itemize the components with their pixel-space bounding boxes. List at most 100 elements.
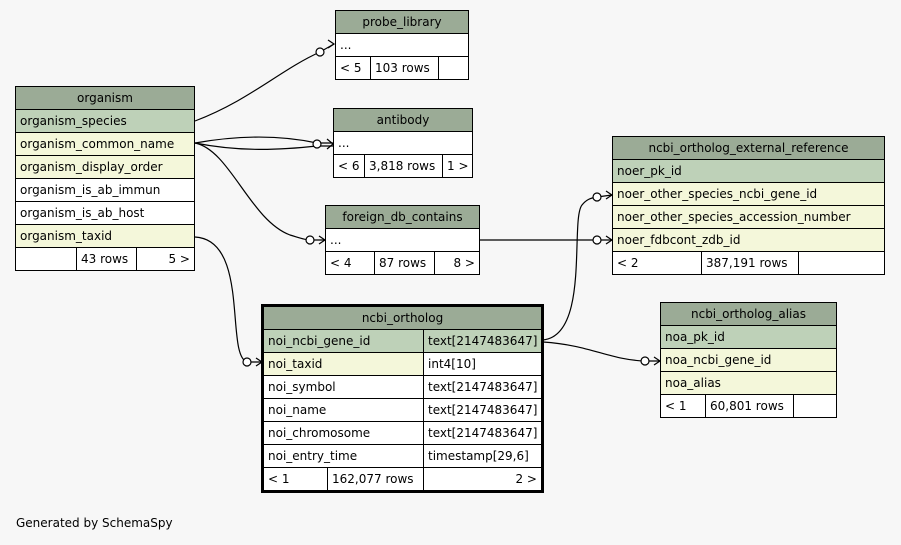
column-name: organism_display_order bbox=[20, 160, 163, 174]
edge-ncbi-ortholog-external-ref bbox=[542, 194, 613, 341]
column-name: noer_other_species_accession_number bbox=[617, 210, 851, 224]
table-title: foreign_db_contains bbox=[326, 206, 479, 229]
table-ncbi-ortholog[interactable]: ncbi_ortholog noi_ncbi_gene_id text[2147… bbox=[261, 304, 544, 493]
table-row: ... bbox=[334, 132, 472, 155]
table-footer: < 1 60,801 rows bbox=[661, 395, 836, 417]
table-footer: < 2 387,191 rows bbox=[613, 252, 884, 274]
parents-count: < 6 bbox=[338, 159, 360, 173]
row-count: 3,818 rows bbox=[364, 155, 442, 177]
row-count: 103 rows bbox=[370, 57, 438, 79]
table-row: noer_fdbcont_zdb_id bbox=[613, 229, 884, 252]
table-title: probe_library bbox=[336, 11, 468, 34]
column-name: noa_pk_id bbox=[665, 330, 725, 344]
column-type: text[2147483647] bbox=[423, 399, 541, 421]
column-type: text[2147483647] bbox=[423, 422, 541, 444]
table-footer: < 4 87 rows 8 > bbox=[326, 252, 479, 274]
table-row: organism_display_order bbox=[16, 156, 194, 179]
column-name: organism_is_ab_immun bbox=[20, 183, 161, 197]
table-title: ncbi_ortholog bbox=[264, 307, 541, 330]
children-count: 8 > bbox=[434, 252, 479, 274]
table-title: organism bbox=[16, 87, 194, 110]
table-antibody[interactable]: antibody ... < 6 3,818 rows 1 > bbox=[333, 108, 473, 178]
column-type: timestamp[29,6] bbox=[423, 445, 541, 467]
column-name: noer_pk_id bbox=[617, 164, 682, 178]
column-name: noa_alias bbox=[665, 376, 721, 390]
edge-organism-foreign-db bbox=[194, 142, 325, 241]
column-name: ... bbox=[330, 233, 342, 247]
column-name: organism_is_ab_host bbox=[20, 206, 145, 220]
column-name: noi_name bbox=[268, 403, 327, 417]
column-name: organism_common_name bbox=[20, 137, 175, 151]
children-count: 1 > bbox=[442, 155, 472, 177]
table-footer: < 6 3,818 rows 1 > bbox=[334, 155, 472, 177]
parents-count: < 1 bbox=[268, 472, 290, 486]
column-name: noer_other_species_ncbi_gene_id bbox=[617, 187, 818, 201]
column-name: noi_entry_time bbox=[268, 449, 358, 463]
row-count: 387,191 rows bbox=[701, 252, 798, 274]
children-count: 5 > bbox=[136, 248, 194, 270]
table-row: noer_other_species_accession_number bbox=[613, 206, 884, 229]
edge-organism-probe-library bbox=[194, 43, 335, 122]
children-count bbox=[793, 395, 836, 417]
column-name: organism_species bbox=[20, 114, 127, 128]
table-foreign-db-contains[interactable]: foreign_db_contains ... < 4 87 rows 8 > bbox=[325, 205, 480, 275]
column-name: noa_ncbi_gene_id bbox=[665, 353, 772, 367]
table-row: noer_other_species_ncbi_gene_id bbox=[613, 183, 884, 206]
column-name: ... bbox=[340, 38, 352, 52]
table-row: organism_is_ab_host bbox=[16, 202, 194, 225]
table-row: noi_ncbi_gene_id text[2147483647] bbox=[264, 330, 541, 353]
row-count: 162,077 rows bbox=[327, 468, 423, 490]
table-row: noa_alias bbox=[661, 372, 836, 395]
table-title: ncbi_ortholog_alias bbox=[661, 303, 836, 326]
row-count: 60,801 rows bbox=[705, 395, 793, 417]
table-row: noa_ncbi_gene_id bbox=[661, 349, 836, 372]
parents-count bbox=[16, 248, 76, 270]
column-name: noi_symbol bbox=[268, 380, 336, 394]
table-row: ... bbox=[336, 34, 468, 57]
column-name: ... bbox=[338, 136, 350, 150]
table-title: ncbi_ortholog_external_reference bbox=[613, 137, 884, 160]
column-name: noi_chromosome bbox=[268, 426, 371, 440]
column-type: int4[10] bbox=[423, 353, 541, 375]
edge-organism-ncbi-ortholog bbox=[194, 236, 262, 363]
table-row: organism_is_ab_immun bbox=[16, 179, 194, 202]
table-row: noi_chromosome text[2147483647] bbox=[264, 422, 541, 445]
table-row: noi_name text[2147483647] bbox=[264, 399, 541, 422]
table-footer: < 1 162,077 rows 2 > bbox=[264, 468, 541, 490]
children-count bbox=[438, 57, 468, 79]
column-name: organism_taxid bbox=[20, 229, 113, 243]
table-probe-library[interactable]: probe_library ... < 5 103 rows bbox=[335, 10, 469, 80]
parents-count: < 1 bbox=[665, 399, 687, 413]
table-organism[interactable]: organism organism_species organism_commo… bbox=[15, 86, 195, 271]
column-name: noi_taxid bbox=[268, 357, 323, 371]
edge-organism-antibody-2 bbox=[194, 142, 333, 150]
table-row: noer_pk_id bbox=[613, 160, 884, 183]
table-title: antibody bbox=[334, 109, 472, 132]
table-footer: < 5 103 rows bbox=[336, 57, 468, 79]
column-type: text[2147483647] bbox=[423, 330, 541, 352]
parents-count: < 4 bbox=[330, 256, 352, 270]
edge-ncbi-ortholog-alias bbox=[542, 341, 660, 362]
row-count: 43 rows bbox=[76, 248, 136, 270]
children-count bbox=[798, 252, 884, 274]
table-row: noa_pk_id bbox=[661, 326, 836, 349]
table-ncbi-ortholog-alias[interactable]: ncbi_ortholog_alias noa_pk_id noa_ncbi_g… bbox=[660, 302, 837, 418]
table-row: noi_entry_time timestamp[29,6] bbox=[264, 445, 541, 468]
table-footer: 43 rows 5 > bbox=[16, 248, 194, 270]
table-row: ... bbox=[326, 229, 479, 252]
table-ncbi-ortholog-external-reference[interactable]: ncbi_ortholog_external_reference noer_pk… bbox=[612, 136, 885, 275]
column-name: noi_ncbi_gene_id bbox=[268, 334, 371, 348]
column-name: noer_fdbcont_zdb_id bbox=[617, 233, 741, 247]
table-row: noi_taxid int4[10] bbox=[264, 353, 541, 376]
generated-by-label: Generated by SchemaSpy bbox=[16, 516, 173, 530]
column-type: text[2147483647] bbox=[423, 376, 541, 398]
table-row: noi_symbol text[2147483647] bbox=[264, 376, 541, 399]
parents-count: < 5 bbox=[340, 61, 362, 75]
table-row: organism_species bbox=[16, 110, 194, 133]
children-count: 2 > bbox=[423, 468, 541, 490]
row-count: 87 rows bbox=[374, 252, 434, 274]
table-row: organism_common_name bbox=[16, 133, 194, 156]
parents-count: < 2 bbox=[617, 256, 639, 270]
edge-organism-antibody-1 bbox=[194, 136, 333, 144]
table-row: organism_taxid bbox=[16, 225, 194, 248]
